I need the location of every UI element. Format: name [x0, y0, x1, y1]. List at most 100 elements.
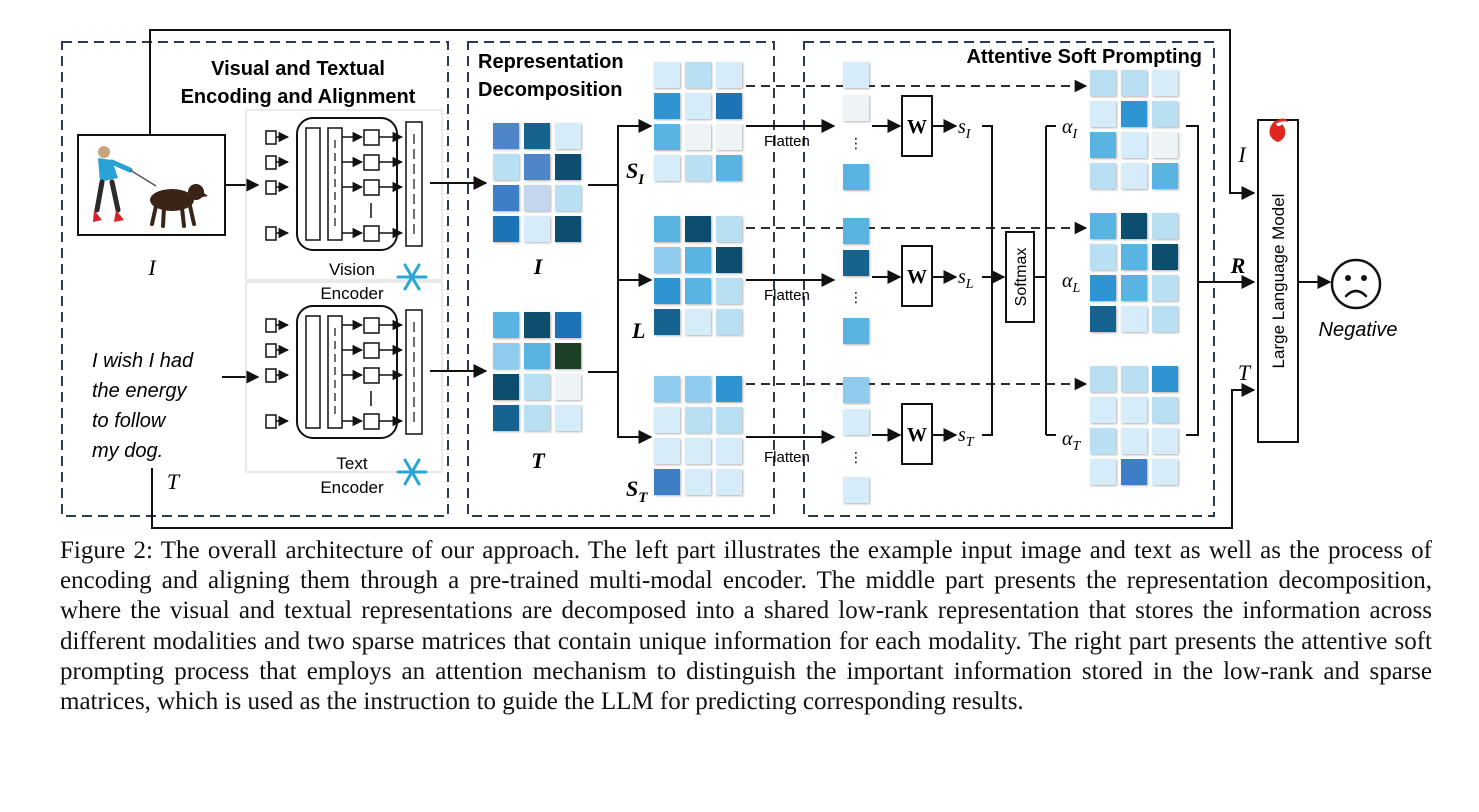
input-text: I wish I had the energy to follow my dog…	[92, 350, 194, 462]
matrix-cell	[1152, 275, 1178, 301]
matrix-cell	[716, 124, 742, 150]
softmax-input-bracket	[982, 125, 993, 436]
matrix-cell	[555, 123, 581, 149]
encoder-unit	[363, 154, 380, 171]
alpha-L: αL	[1062, 270, 1081, 296]
encoder-token	[265, 318, 277, 333]
matrix-cell	[1121, 70, 1147, 96]
matrix-cell	[685, 216, 711, 242]
matrix-cell	[654, 216, 680, 242]
flatten-label: Flatten	[764, 287, 810, 304]
matrix-cell	[716, 469, 742, 495]
decomposition-title-line1: Representation	[478, 51, 624, 73]
matrix-cell	[1152, 132, 1178, 158]
matrix-cell	[1121, 366, 1147, 392]
matrix-cell	[716, 376, 742, 402]
softmax-label: Softmax	[1013, 248, 1030, 307]
matrix-cell	[1121, 397, 1147, 423]
text-encoder	[265, 305, 423, 439]
matrix-cell	[685, 62, 711, 88]
text-encoder-label-line2: Encoder	[320, 478, 384, 497]
image-symbol: I	[147, 255, 157, 280]
vision-encoder	[265, 117, 423, 251]
matrix-cell	[654, 407, 680, 433]
matrix-cell	[1152, 163, 1178, 189]
vector-cell	[843, 477, 869, 503]
vector-sparse-text: ⋮	[843, 377, 869, 503]
matrix-cell	[685, 278, 711, 304]
matrix-cell	[1152, 459, 1178, 485]
encoder-unit	[363, 367, 380, 384]
matrix-cell	[1090, 275, 1116, 301]
matrix-cell	[685, 438, 711, 464]
matrix-cell	[1121, 132, 1147, 158]
matrix-cell	[524, 154, 550, 180]
softmax-output-bracket	[1034, 125, 1056, 436]
encoder-unit	[363, 342, 380, 359]
encoder-token	[265, 180, 277, 195]
matrix-cell	[716, 309, 742, 335]
matrix-cell	[716, 438, 742, 464]
snowflake-icon	[396, 263, 428, 291]
encoder-token	[265, 343, 277, 358]
encoder-unit	[363, 225, 380, 242]
text-matrix-label: T	[531, 448, 546, 473]
sad-face-icon	[1330, 258, 1382, 310]
matrix-cell	[524, 343, 550, 369]
text-encoder-label-line1: Text	[336, 454, 367, 473]
branch-text-sparse	[617, 372, 653, 444]
encoder-layer	[305, 127, 321, 241]
matrix-cell	[524, 216, 550, 242]
matrix-cell	[493, 123, 519, 149]
score-L: sL	[958, 266, 974, 292]
matrix-cell	[1121, 213, 1147, 239]
matrix-cell	[654, 309, 680, 335]
weight-label: W	[907, 424, 927, 446]
matrix-cell	[654, 62, 680, 88]
matrix-cell	[685, 247, 711, 273]
matrix-cell	[1152, 101, 1178, 127]
sparse-image-matrix	[654, 62, 742, 181]
matrix-cell	[685, 155, 711, 181]
flatten-label: Flatten	[764, 133, 810, 150]
matrix-cell	[1090, 366, 1116, 392]
prompting-section-box	[803, 41, 1215, 517]
matrix-cell	[1121, 244, 1147, 270]
text-route-line	[151, 383, 1256, 529]
matrix-cell	[555, 185, 581, 211]
encoder-unit	[363, 129, 380, 146]
matrix-cell	[1152, 213, 1178, 239]
image-route-line	[149, 29, 1256, 200]
vector-cell	[843, 164, 869, 190]
alpha-T: αT	[1062, 428, 1082, 454]
matrix-cell	[716, 247, 742, 273]
matrix-cell	[524, 123, 550, 149]
matrix-cell	[1090, 459, 1116, 485]
decomposition-section-box	[467, 41, 775, 517]
vector-cell	[843, 250, 869, 276]
matrix-cell	[685, 309, 711, 335]
sparse-text-label: ST	[626, 476, 648, 506]
matrix-cell	[685, 469, 711, 495]
figure-caption: Figure 2: The overall architecture of ou…	[60, 537, 1432, 716]
branch-text	[588, 280, 619, 373]
matrix-cell	[493, 154, 519, 180]
lowrank-matrix	[654, 216, 742, 335]
matrix-cell	[685, 376, 711, 402]
matrix-cell	[1152, 366, 1178, 392]
image-matrix-label: I	[533, 254, 544, 279]
matrix-cell	[555, 216, 581, 242]
lowrank-label: L	[631, 318, 645, 343]
llm-input-T: T	[1238, 360, 1252, 385]
input-image	[77, 134, 226, 236]
matrix-cell	[1121, 306, 1147, 332]
matrix-cell	[1121, 275, 1147, 301]
matrix-cell	[524, 374, 550, 400]
matrix-cell	[493, 312, 519, 338]
matrix-cell	[654, 247, 680, 273]
vector-cell	[843, 95, 869, 121]
matrix-cell	[1121, 163, 1147, 189]
vector-cell	[843, 409, 869, 435]
vision-encoder-label-line1: Vision	[329, 260, 375, 279]
output-label: Negative	[1319, 319, 1398, 341]
